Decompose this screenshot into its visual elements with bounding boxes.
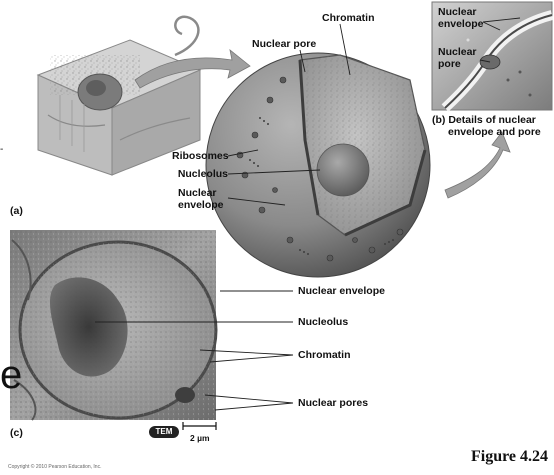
- scale-bar-label: 2 µm: [190, 433, 210, 443]
- panel-b-caption-line2: envelope and pore: [448, 126, 541, 138]
- copyright-text: Copyright © 2010 Pearson Education, Inc.: [8, 464, 101, 470]
- panel-b-caption-text: Details of nuclear: [448, 114, 536, 126]
- tem-badge: TEM: [149, 426, 179, 438]
- label-chromatin-3d: Chromatin: [322, 12, 375, 24]
- label-tem-nucleolus: Nucleolus: [298, 316, 348, 328]
- flagellum-curve: [175, 17, 198, 55]
- label-nucleolus-3d: Nucleolus: [172, 168, 228, 180]
- tem-micrograph: [10, 230, 216, 420]
- label-tem-nuclear-envelope: Nuclear envelope: [298, 285, 385, 297]
- panel-b-letter: (b): [432, 114, 445, 126]
- label-detail-pore-line2: pore: [438, 58, 461, 70]
- label-detail-pore-line1: Nuclear: [438, 46, 477, 58]
- label-tem-nuclear-pores: Nuclear pores: [298, 397, 368, 409]
- panel-c-letter: (c): [10, 427, 23, 439]
- cropped-slide-mark: -: [0, 144, 3, 155]
- label-detail-envelope-line2: envelope: [438, 18, 484, 30]
- panel-b-caption-line1: (b) Details of nuclear: [432, 114, 536, 126]
- label-detail-envelope-line1: Nuclear: [438, 6, 477, 18]
- cropped-slide-text: e: [0, 355, 22, 395]
- figure-caption: Figure 4.24: [471, 448, 548, 466]
- zoom-arrow-b: [445, 132, 510, 198]
- nucleus-3d-illustration: [206, 53, 430, 277]
- scale-bar: [183, 422, 216, 430]
- label-nuclear-envelope-3d-line1: Nuclear: [178, 187, 217, 199]
- label-tem-chromatin: Chromatin: [298, 349, 351, 361]
- panel-a-letter: (a): [10, 205, 23, 217]
- label-nuclear-pore-3d: Nuclear pore: [252, 38, 316, 50]
- label-ribosomes: Ribosomes: [172, 150, 228, 162]
- label-nuclear-envelope-3d-line2: envelope: [178, 199, 224, 211]
